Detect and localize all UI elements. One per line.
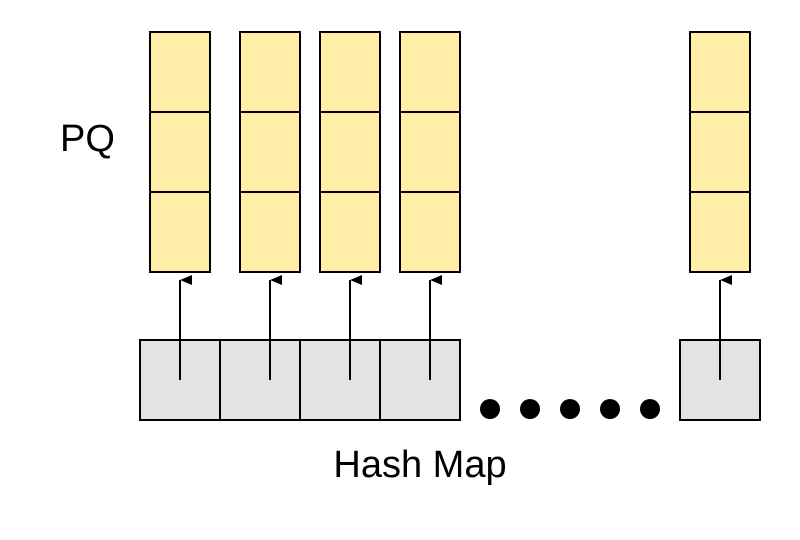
ellipsis-dots-group (480, 399, 660, 419)
pq-cell (149, 111, 211, 193)
pq-cell (239, 111, 301, 193)
pq-cell (689, 191, 751, 273)
ellipsis-dot (640, 399, 660, 419)
pq-column (319, 31, 381, 273)
priority-queue-group (149, 31, 751, 273)
ellipsis-dot (600, 399, 620, 419)
pq-cell (239, 31, 301, 113)
pq-cell (239, 191, 301, 273)
pq-label: PQ (60, 118, 115, 160)
pq-cell (149, 31, 211, 113)
pq-cell (689, 111, 751, 193)
pq-cell (319, 31, 381, 113)
hash-map-cell (379, 339, 461, 421)
arrow-group (179, 275, 732, 380)
hash-map-label: Hash Map (333, 444, 507, 486)
hash-map-group (139, 339, 761, 421)
pq-cell (149, 191, 211, 273)
pq-cell (319, 111, 381, 193)
pq-cell (319, 191, 381, 273)
ellipsis-dot (520, 399, 540, 419)
hash-map-cell (219, 339, 301, 421)
ellipsis-dot (480, 399, 500, 419)
ellipsis-dot (560, 399, 580, 419)
pq-cell (399, 111, 461, 193)
pq-column (239, 31, 301, 273)
pq-column (149, 31, 211, 273)
pq-cell (399, 31, 461, 113)
pq-column (689, 31, 751, 273)
pq-cell (689, 31, 751, 113)
pq-cell (399, 191, 461, 273)
pq-column (399, 31, 461, 273)
hash-map-cell (299, 339, 381, 421)
